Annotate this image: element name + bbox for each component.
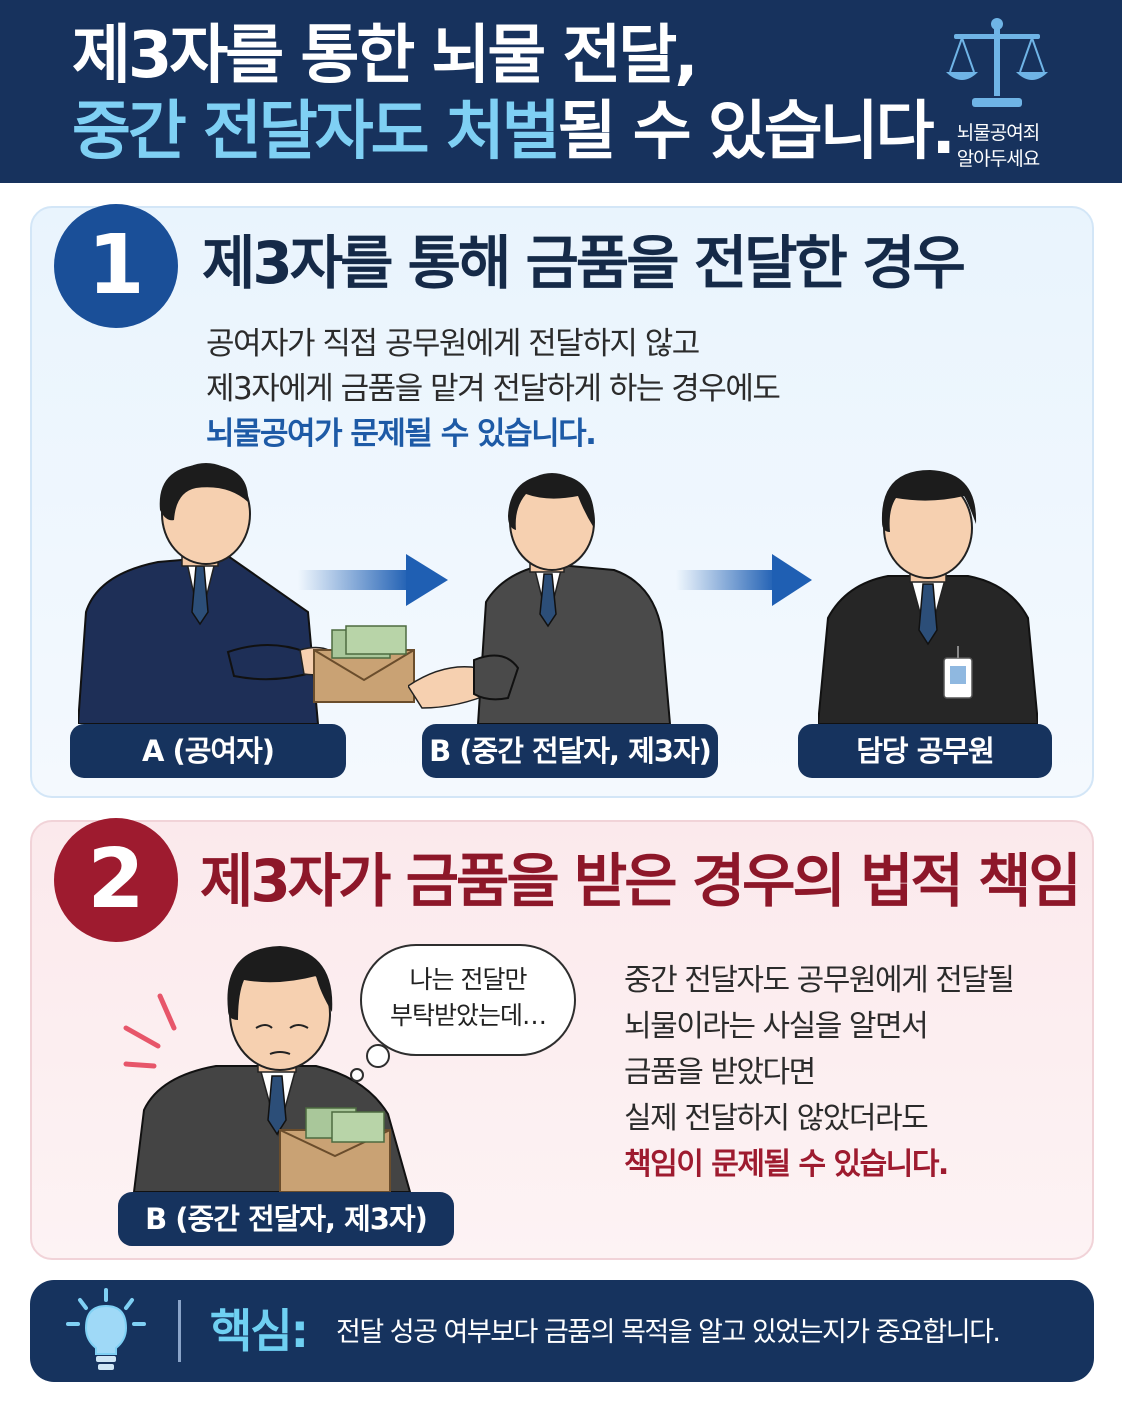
key-point-text: 전달 성공 여부보다 금품의 목적을 알고 있었는지가 중요합니다. xyxy=(336,1317,1001,1348)
thought-bubble-dot xyxy=(366,1044,390,1068)
lightbulb-icon xyxy=(66,1288,146,1370)
arrow-right-icon xyxy=(676,554,812,606)
person-a-giver-illustration xyxy=(78,463,415,724)
key-point-label: 핵심: xyxy=(210,1304,309,1358)
label-b-intermediary-2: B (중간 전달자, 제3자) xyxy=(118,1192,454,1246)
thought-bubble-dot xyxy=(350,1068,364,1082)
public-official-illustration xyxy=(818,470,1038,724)
key-point-bar xyxy=(30,1280,1094,1382)
section-1-number: 1 xyxy=(54,204,178,328)
key-bar-divider xyxy=(178,1300,181,1362)
section-1-description: 공여자가 직접 공무원에게 전달하지 않고 제3자에게 금품을 맡겨 전달하게 … xyxy=(206,326,781,452)
person-b-intermediary-illustration xyxy=(408,473,672,724)
worried-intermediary-illustration xyxy=(123,946,412,1192)
thought-bubble-text: 나는 전달만 부탁받았는데… xyxy=(389,965,547,1030)
page-title-line2: 중간 전달자도 처벌될 수 있습니다. xyxy=(72,100,956,164)
label-b-intermediary: B (중간 전달자, 제3자) xyxy=(422,724,718,778)
label-a-giver: A (공여자) xyxy=(70,724,346,778)
header-badge: 뇌물공여죄 알아두세요 xyxy=(956,122,1040,170)
header-banner xyxy=(0,0,1122,183)
label-official: 담당 공무원 xyxy=(798,724,1052,778)
page-title-rest: 될 수 있습니다. xyxy=(557,95,956,169)
section-2-description: 중간 전달자도 공무원에게 전달될 뇌물이라는 사실을 알면서 금품을 받았다면… xyxy=(624,963,1015,1182)
section-2-title: 제3자가 금품을 받은 경우의 법적 책임 xyxy=(200,847,1082,915)
section-1-title: 제3자를 통해 금품을 전달한 경우 xyxy=(202,229,966,297)
section-2-number: 2 xyxy=(54,818,178,942)
scale-of-justice-icon xyxy=(946,18,1048,107)
thought-bubble xyxy=(360,944,576,1056)
page-title-line1: 제3자를 통한 뇌물 전달, xyxy=(72,19,699,93)
arrow-right-icon xyxy=(298,554,448,606)
page-title-highlight: 중간 전달자도 처벌 xyxy=(72,95,561,169)
